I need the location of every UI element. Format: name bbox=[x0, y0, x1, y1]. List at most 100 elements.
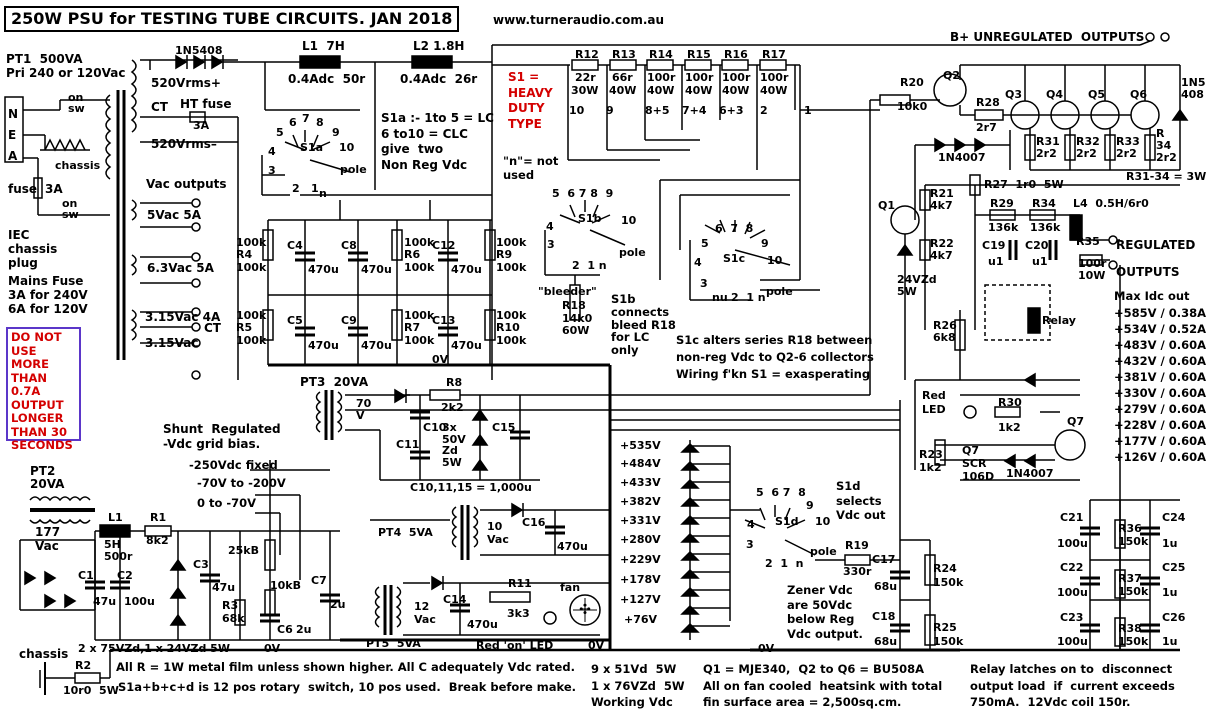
pt3-70v: 70 V bbox=[356, 397, 372, 422]
pt3-zeners: 3x 50V Zd 5W bbox=[442, 421, 466, 470]
q4-label: Q4 bbox=[1046, 88, 1064, 101]
d-1n4007-scr: 1N4007 bbox=[1006, 467, 1054, 480]
s1d-positions: 5 6 7 8 bbox=[756, 486, 806, 499]
s1c-positions: 6 7 8 bbox=[715, 222, 754, 235]
chassis-label: chassis bbox=[55, 159, 101, 172]
zener-string bbox=[680, 440, 760, 640]
c24-name: C24 bbox=[1162, 511, 1186, 524]
d-1n5408-reg: 1N5 408 bbox=[1181, 76, 1206, 101]
r27-label: R27 1r0 5W bbox=[984, 178, 1064, 191]
pt3-transformer bbox=[315, 388, 900, 481]
c26-name: C26 bbox=[1162, 611, 1186, 624]
d-1n4007-reg: 1N4007 bbox=[938, 151, 986, 164]
website-url[interactable]: www.turneraudio.com.au bbox=[493, 13, 665, 27]
s1a-switch-body bbox=[261, 130, 492, 196]
r17-pos: 2 bbox=[760, 104, 768, 117]
r5-label: 100k R5 100k bbox=[236, 309, 267, 347]
r2-name: R2 bbox=[75, 659, 92, 672]
c7-value: 2u bbox=[330, 598, 346, 611]
max-idc-row: +534V / 0.52A bbox=[1114, 322, 1206, 336]
r34b-name: R34 bbox=[1032, 197, 1056, 210]
zener-tap: +178V bbox=[620, 573, 661, 586]
r16-value: 100r bbox=[722, 71, 751, 84]
s1a-p4: 4 bbox=[268, 145, 276, 158]
c4-name: C4 bbox=[287, 239, 303, 252]
pot-10k: 10kB bbox=[270, 579, 302, 592]
q6-label: Q6 bbox=[1130, 88, 1148, 101]
c3-name: C3 bbox=[193, 558, 209, 571]
c1-name: C1 bbox=[78, 569, 94, 582]
s1c-pole: pole bbox=[766, 285, 793, 298]
bleeder-label: "bleeder" bbox=[538, 285, 597, 298]
r30-value: 1k2 bbox=[998, 421, 1021, 434]
max-idc-title: Max Idc out bbox=[1114, 289, 1190, 303]
switch-sw-1: sw bbox=[68, 102, 85, 115]
s1c-label: S1c bbox=[723, 252, 746, 265]
r4-label: 100k R4 100k bbox=[236, 236, 267, 274]
c25-name: C25 bbox=[1162, 561, 1186, 574]
s1c-switch-body bbox=[689, 219, 810, 301]
c12-value: 470u bbox=[451, 263, 482, 276]
c12-name: C12 bbox=[432, 239, 456, 252]
r37-label: R37 150k bbox=[1118, 572, 1149, 598]
switch-on-1: on bbox=[68, 91, 84, 104]
max-idc-row: +432V / 0.60A bbox=[1114, 354, 1206, 368]
r35-name: R35 bbox=[1076, 235, 1100, 248]
q7-scr: Q7 SCR 106D bbox=[962, 444, 995, 483]
s1a-pn: n bbox=[319, 187, 327, 200]
s1a-note: S1a :- 1to 5 = LC 6 to10 = CLC give two … bbox=[381, 111, 494, 172]
c16-value: 470u bbox=[557, 540, 588, 553]
c8-value: 470u bbox=[361, 263, 392, 276]
r34b-value: 136k bbox=[1030, 221, 1061, 234]
pt1-primary: Pri 240 or 120Vac bbox=[6, 66, 126, 80]
s1a-p8: 8 bbox=[316, 116, 324, 129]
note-s1-switch: S1a+b+c+d is 12 pos rotary switch, 10 po… bbox=[118, 680, 577, 694]
zero-v-label: 0V bbox=[432, 353, 449, 366]
c22-name: C22 bbox=[1060, 561, 1084, 574]
switch-on-2: on bbox=[62, 197, 78, 210]
s1b-p3: 3 bbox=[547, 238, 555, 251]
pt4-vac: 10 Vac bbox=[487, 520, 509, 546]
s1c-p21n: 2 1 n bbox=[731, 291, 766, 304]
c11-name: C11 bbox=[396, 438, 420, 451]
r18-label: R18 14k0 60W bbox=[562, 299, 593, 337]
s1b-p21n: 2 1 n bbox=[572, 259, 607, 272]
bplus-unreg-outputs: B+ UNREGULATED OUTPUTS bbox=[950, 30, 1145, 44]
regulator-section bbox=[800, 64, 1189, 650]
r13-pos: 9 bbox=[606, 104, 614, 117]
max-idc-row: +126V / 0.60A bbox=[1114, 450, 1206, 464]
pt4-name: PT4 5VA bbox=[378, 526, 433, 539]
zener-tap: +382V bbox=[620, 495, 661, 508]
c9-name: C9 bbox=[341, 314, 357, 327]
s1c-p4: 4 bbox=[694, 256, 702, 269]
c18-value: 68u bbox=[874, 635, 898, 648]
s1c-p3: 3 bbox=[700, 277, 708, 290]
q7-label: Q7 bbox=[1067, 415, 1085, 428]
red-led-label: Red LED bbox=[922, 389, 946, 416]
mains-fuse: Mains Fuse 3A for 240V 6A for 120V bbox=[8, 274, 88, 316]
c14-name: C14 bbox=[443, 593, 467, 606]
r14-value: 100r bbox=[647, 71, 676, 84]
s1d-p21n: 2 1 n bbox=[765, 557, 804, 570]
r16-pos: 6+3 bbox=[719, 104, 744, 117]
s1-heavy-duty: S1 = HEAVY DUTY TYPE bbox=[508, 70, 553, 131]
pt4-transformer bbox=[370, 502, 610, 560]
l1b-value: 5H 500r bbox=[104, 538, 133, 563]
r10-label: 100k R10 100k bbox=[496, 309, 527, 347]
pt1-sec-minus: 520Vrms– bbox=[151, 137, 217, 151]
vac-6v3: 6.3Vac 5A bbox=[147, 261, 214, 275]
s1c-p10: 10 bbox=[767, 254, 783, 267]
r20-name: R20 bbox=[900, 76, 924, 89]
s1d-pole: pole bbox=[810, 545, 837, 558]
zener-tap: +76V bbox=[624, 613, 658, 626]
resistor-chain bbox=[492, 59, 801, 281]
q5-label: Q5 bbox=[1088, 88, 1106, 101]
l4-label: L4 0.5H/6r0 bbox=[1073, 197, 1149, 210]
r25-label: R25 150k bbox=[933, 621, 964, 648]
bias-minus-250: -250Vdc fixed bbox=[189, 458, 278, 472]
diode-1n5408-label: 1N5408 bbox=[175, 44, 223, 57]
output-cap-bank bbox=[1080, 499, 1180, 651]
max-idc-row: +228V / 0.60A bbox=[1114, 418, 1206, 432]
s1b-positions: 5 6 7 8 9 bbox=[552, 187, 614, 200]
